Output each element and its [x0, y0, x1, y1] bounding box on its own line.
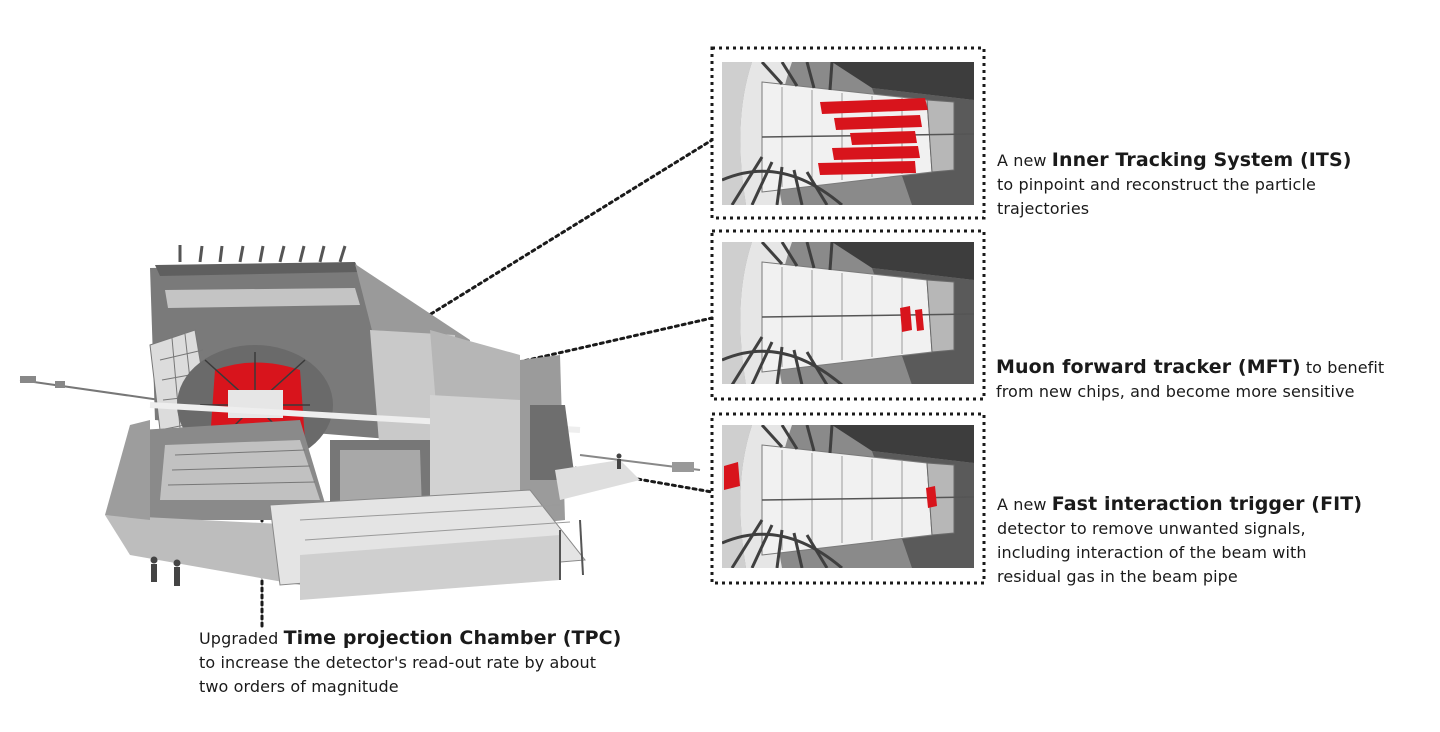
mft-title: Muon forward tracker (MFT)	[996, 356, 1301, 378]
caption-fit: A new Fast interaction trigger (FIT) det…	[997, 492, 1417, 589]
its-line3: trajectories	[997, 199, 1090, 218]
mft-line1-rest: to benefit	[1305, 358, 1385, 377]
mft-line2: from new chips, and become more sensitiv…	[996, 382, 1355, 401]
fit-line3: including interaction of the beam with	[997, 543, 1307, 562]
fit-title: Fast interaction trigger (FIT)	[1051, 493, 1363, 515]
fit-line4: residual gas in the beam pipe	[997, 567, 1238, 586]
caption-tpc: Upgraded Time projection Chamber (TPC) t…	[199, 626, 669, 699]
fit-line2: detector to remove unwanted signals,	[997, 519, 1306, 538]
inset-mft	[710, 229, 986, 401]
inset-its	[710, 46, 986, 220]
tpc-line2: to increase the detector's read-out rate…	[199, 653, 597, 672]
inset-its-frame	[710, 46, 986, 220]
tpc-line3: two orders of magnitude	[199, 677, 399, 696]
detector-illustration	[19, 245, 701, 600]
caption-its: A new Inner Tracking System (ITS) to pin…	[997, 148, 1417, 221]
tpc-prefix: Upgraded	[199, 629, 279, 648]
caption-mft: Muon forward tracker (MFT) to benefit fr…	[996, 355, 1426, 404]
its-title: Inner Tracking System (ITS)	[1051, 149, 1352, 171]
inset-fit-frame	[710, 412, 986, 585]
tpc-title: Time projection Chamber (TPC)	[283, 627, 622, 649]
its-line2: to pinpoint and reconstruct the particle	[997, 175, 1316, 194]
its-prefix: A new	[997, 151, 1047, 170]
inset-mft-frame	[710, 229, 986, 401]
fit-prefix: A new	[997, 495, 1047, 514]
inset-fit	[710, 412, 986, 585]
